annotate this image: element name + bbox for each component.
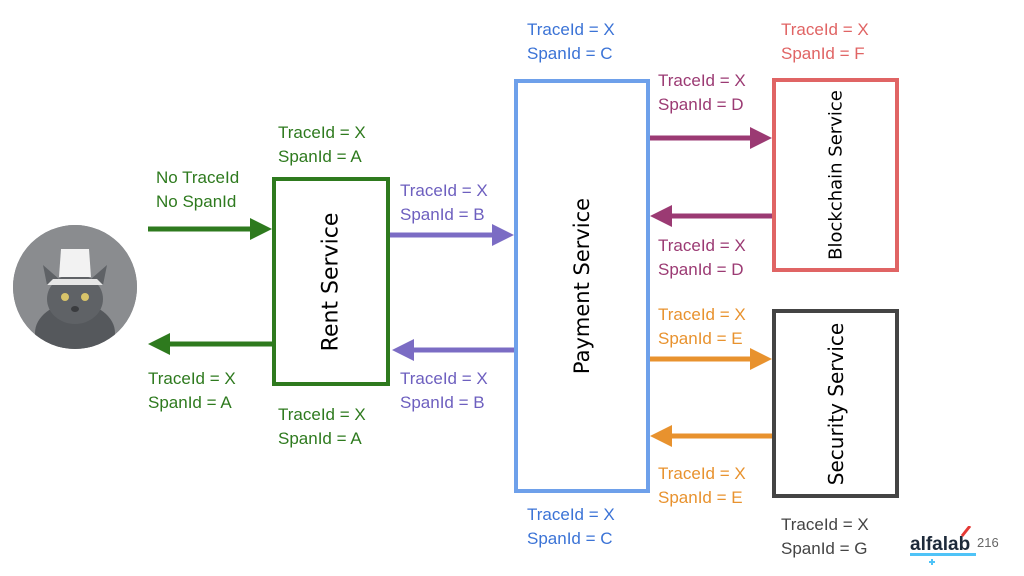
trace-text: TraceId = X (527, 505, 615, 524)
span-text: SpanId = D (658, 95, 744, 114)
trace-text: TraceId = X (781, 515, 869, 534)
span-text: SpanId = E (658, 488, 743, 507)
blockchain-to-payment-label: TraceId = X SpanId = D (658, 234, 746, 282)
arrow-blockchain-to-payment (650, 205, 772, 227)
page-number: 216 (977, 535, 999, 550)
client-in-label: No TraceId No SpanId (156, 166, 239, 214)
blockchain-service-label: Blockchain Service (825, 90, 846, 260)
trace-text: TraceId = X (400, 181, 488, 200)
arrow-security-to-payment (650, 425, 772, 447)
arrow-payment-to-rent (392, 339, 514, 361)
trace-text: TraceId = X (658, 305, 746, 324)
span-text: SpanId = F (781, 44, 865, 63)
alfalab-logo-icon: alfalab (910, 525, 984, 566)
arrow-client-to-rent (148, 218, 272, 240)
blockchain-service-box: Blockchain Service (772, 78, 899, 272)
trace-text: TraceId = X (400, 369, 488, 388)
security-to-payment-label: TraceId = X SpanId = E (658, 462, 746, 510)
trace-text: TraceId = X (148, 369, 236, 388)
span-text: SpanId = A (278, 429, 362, 448)
cat-avatar-icon (13, 225, 137, 349)
span-text: SpanId = C (527, 529, 613, 548)
security-bottom-label: TraceId = X SpanId = G (781, 513, 869, 561)
rent-service-label: Rent Service (318, 212, 344, 351)
security-service-box: Security Service (772, 309, 899, 498)
trace-text: No TraceId (156, 168, 240, 187)
svg-text:alfalab: alfalab (910, 534, 970, 555)
payment-service-box: Payment Service (514, 79, 650, 493)
trace-text: TraceId = X (781, 20, 869, 39)
span-text: No SpanId (156, 192, 237, 211)
arrow-rent-to-client (148, 333, 272, 355)
span-text: SpanId = B (400, 205, 485, 224)
blockchain-top-label: TraceId = X SpanId = F (781, 18, 869, 66)
payment-service-label: Payment Service (570, 197, 594, 375)
arrow-payment-to-blockchain (650, 127, 772, 149)
span-text: SpanId = E (658, 329, 743, 348)
client-out-label: TraceId = X SpanId = A (148, 367, 236, 415)
trace-text: TraceId = X (278, 405, 366, 424)
span-text: SpanId = C (527, 44, 613, 63)
span-text: SpanId = B (400, 393, 485, 412)
span-text: SpanId = G (781, 539, 868, 558)
span-text: SpanId = A (148, 393, 232, 412)
payment-top-label: TraceId = X SpanId = C (527, 18, 615, 66)
rent-top-label: TraceId = X SpanId = A (278, 121, 366, 169)
rent-to-payment-label: TraceId = X SpanId = B (400, 179, 488, 227)
payment-to-rent-label: TraceId = X SpanId = B (400, 367, 488, 415)
trace-text: TraceId = X (278, 123, 366, 142)
span-text: SpanId = D (658, 260, 744, 279)
trace-text: TraceId = X (658, 464, 746, 483)
security-service-label: Security Service (823, 322, 848, 485)
arrow-rent-to-payment (390, 224, 514, 246)
payment-to-blockchain-label: TraceId = X SpanId = D (658, 69, 746, 117)
payment-bottom-label: TraceId = X SpanId = C (527, 503, 615, 551)
trace-text: TraceId = X (527, 20, 615, 39)
span-text: SpanId = A (278, 147, 362, 166)
arrow-payment-to-security (650, 348, 772, 370)
payment-to-security-label: TraceId = X SpanId = E (658, 303, 746, 351)
trace-text: TraceId = X (658, 71, 746, 90)
rent-service-box: Rent Service (272, 177, 390, 386)
rent-bottom-label: TraceId = X SpanId = A (278, 403, 366, 451)
trace-text: TraceId = X (658, 236, 746, 255)
